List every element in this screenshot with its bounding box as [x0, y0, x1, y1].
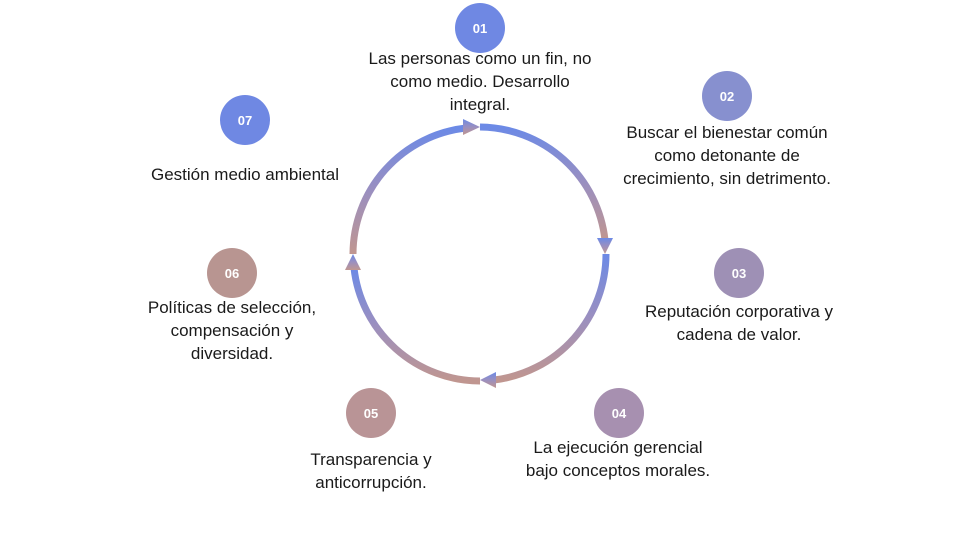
step-badge-03: 03: [714, 248, 764, 298]
step-badge-05: 05: [346, 388, 396, 438]
step-label-04: La ejecución gerencial bajo conceptos mo…: [525, 438, 711, 480]
step-badge-01: 01: [455, 3, 505, 53]
arrow-head-bottom: [480, 372, 496, 388]
step-badge-06: 06: [207, 248, 257, 298]
step-label-01: Las personas como un fin, no como medio.…: [368, 49, 592, 114]
arrow-head-right: [597, 238, 613, 254]
step-label-05: Transparencia y anticorrupción.: [310, 450, 432, 492]
cycle-arc-bottom-right: [493, 253, 610, 384]
step-badge-04: 04: [594, 388, 644, 438]
step-badge-07: 07: [220, 95, 270, 145]
arrow-head-top: [463, 119, 480, 135]
arrow-head-left: [345, 254, 361, 270]
cycle-arc-bottom-left: [350, 267, 481, 385]
step-label-07: Gestión medio ambiental: [150, 165, 340, 184]
cycle-arc-top-right: [479, 123, 609, 241]
step-label-03: Reputación corporativa y cadena de valor…: [644, 302, 834, 344]
cycle-arc-top-left: [349, 124, 467, 255]
step-label-02: Buscar el bienestar común como detonante…: [623, 123, 831, 188]
step-label-06: Políticas de selección, compensación y d…: [147, 298, 317, 363]
step-badge-02: 02: [702, 71, 752, 121]
